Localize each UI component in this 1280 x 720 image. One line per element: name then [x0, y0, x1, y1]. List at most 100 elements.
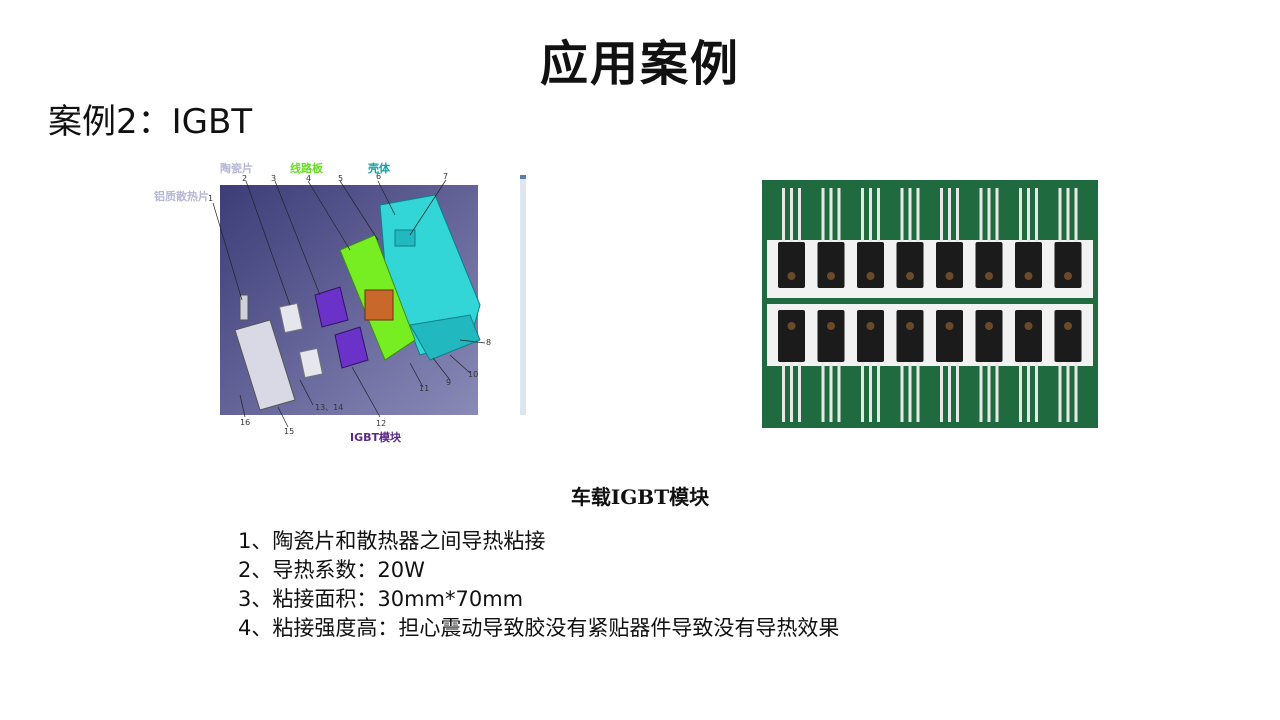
ceramic-strip	[767, 304, 1093, 366]
part-number-15: 15	[284, 427, 294, 436]
device-lead	[861, 362, 864, 422]
key-point: 3、粘接面积：30mm*70mm	[238, 587, 524, 611]
device-lead	[995, 188, 999, 244]
case-heading: 案例2：IGBT	[48, 102, 253, 142]
igbt-module-parts	[314, 286, 369, 369]
igbt-device	[817, 242, 845, 288]
device-lead	[1066, 362, 1070, 422]
igbt-device	[896, 242, 924, 288]
device-hole	[866, 272, 875, 280]
label-igbt-module: IGBT模块	[350, 430, 402, 444]
device-hole	[787, 322, 796, 330]
device-lead	[790, 362, 793, 422]
device-lead	[908, 188, 912, 244]
device-lead	[979, 362, 983, 422]
device-lead	[916, 188, 920, 244]
device-lead	[1058, 362, 1062, 422]
key-points-list: 1、陶瓷片和散热器之间导热粘接 2、导热系数：20W 3、粘接面积：30mm*7…	[238, 527, 839, 643]
part-number-13-14: 13、14	[315, 403, 343, 412]
part-number-5: 5	[338, 174, 343, 183]
device-hole	[827, 272, 835, 280]
key-point: 2、导热系数：20W	[238, 558, 425, 582]
part-number-4: 4	[306, 174, 311, 183]
device-lead	[995, 362, 999, 422]
label-ceramic: 陶瓷片	[220, 161, 253, 175]
device-lead	[940, 362, 943, 422]
device-lead	[821, 362, 825, 422]
label-circuit-board: 线路板	[290, 161, 324, 175]
aluminum-heatsink-part	[234, 294, 296, 411]
device-lead	[1066, 188, 1070, 244]
igbt-device	[857, 242, 884, 288]
device-lead	[798, 362, 801, 422]
device-hole	[985, 272, 993, 280]
igbt-device	[1054, 242, 1082, 288]
device-lead	[869, 362, 872, 422]
device-hole	[906, 322, 914, 330]
device-lead	[948, 362, 951, 422]
device-lead	[877, 362, 880, 422]
device-lead	[1035, 188, 1038, 244]
device-lead	[861, 188, 864, 244]
part-number-9: 9	[446, 378, 451, 387]
igbt-device	[975, 310, 1003, 362]
device-hole	[985, 322, 993, 330]
device-lead	[1074, 362, 1078, 422]
key-point: 1、陶瓷片和散热器之间导热粘接	[238, 529, 546, 553]
device-hole	[1024, 322, 1033, 330]
device-lead	[1035, 362, 1038, 422]
device-lead	[821, 188, 825, 244]
device-lead	[782, 188, 785, 244]
igbt-device	[936, 310, 963, 362]
part-number-3: 3	[271, 174, 276, 183]
device-lead	[908, 362, 912, 422]
igbt-device	[1015, 310, 1042, 362]
part-number-11: 11	[419, 384, 429, 393]
device-lead	[790, 188, 793, 244]
device-hole	[1064, 272, 1072, 280]
device-hole	[906, 272, 914, 280]
device-lead	[900, 362, 904, 422]
ceramic-strip	[767, 240, 1093, 298]
device-lead	[837, 188, 841, 244]
part-number-10: 10	[468, 370, 478, 379]
device-hole	[945, 322, 954, 330]
slide-title: 应用案例	[539, 36, 740, 92]
igbt-device	[778, 310, 805, 362]
part-number-16: 16	[240, 418, 250, 427]
device-lead	[1019, 362, 1022, 422]
device-hole	[787, 272, 796, 280]
igbt-device	[896, 310, 924, 362]
device-lead	[869, 188, 872, 244]
device-lead	[956, 362, 959, 422]
device-lead	[987, 362, 991, 422]
side-strip	[520, 175, 526, 415]
label-aluminum-heatsink: 铝质散热片	[154, 189, 209, 203]
part-number-6: 6	[376, 172, 381, 181]
device-lead	[837, 362, 841, 422]
device-lead	[987, 188, 991, 244]
igbt-pcb-photo	[762, 180, 1098, 428]
device-lead	[979, 188, 983, 244]
device-lead	[940, 188, 943, 244]
label-housing: 壳体	[367, 161, 391, 175]
igbt-device	[817, 310, 845, 362]
part-number-7: 7	[443, 172, 448, 181]
device-lead	[900, 188, 904, 244]
device-hole	[945, 272, 954, 280]
device-hole	[866, 322, 875, 330]
device-lead	[782, 362, 785, 422]
device-lead	[1074, 188, 1078, 244]
device-lead	[877, 188, 880, 244]
figure-caption: 车载IGBT模块	[570, 485, 710, 509]
device-lead	[916, 362, 920, 422]
circuit-board-part	[339, 234, 416, 361]
device-lead	[956, 188, 959, 244]
device-lead	[1058, 188, 1062, 244]
igbt-device	[857, 310, 884, 362]
igbt-device	[1054, 310, 1082, 362]
device-hole	[827, 322, 835, 330]
part-number-1: 1	[208, 194, 213, 203]
device-hole	[1064, 322, 1072, 330]
device-lead	[829, 188, 833, 244]
